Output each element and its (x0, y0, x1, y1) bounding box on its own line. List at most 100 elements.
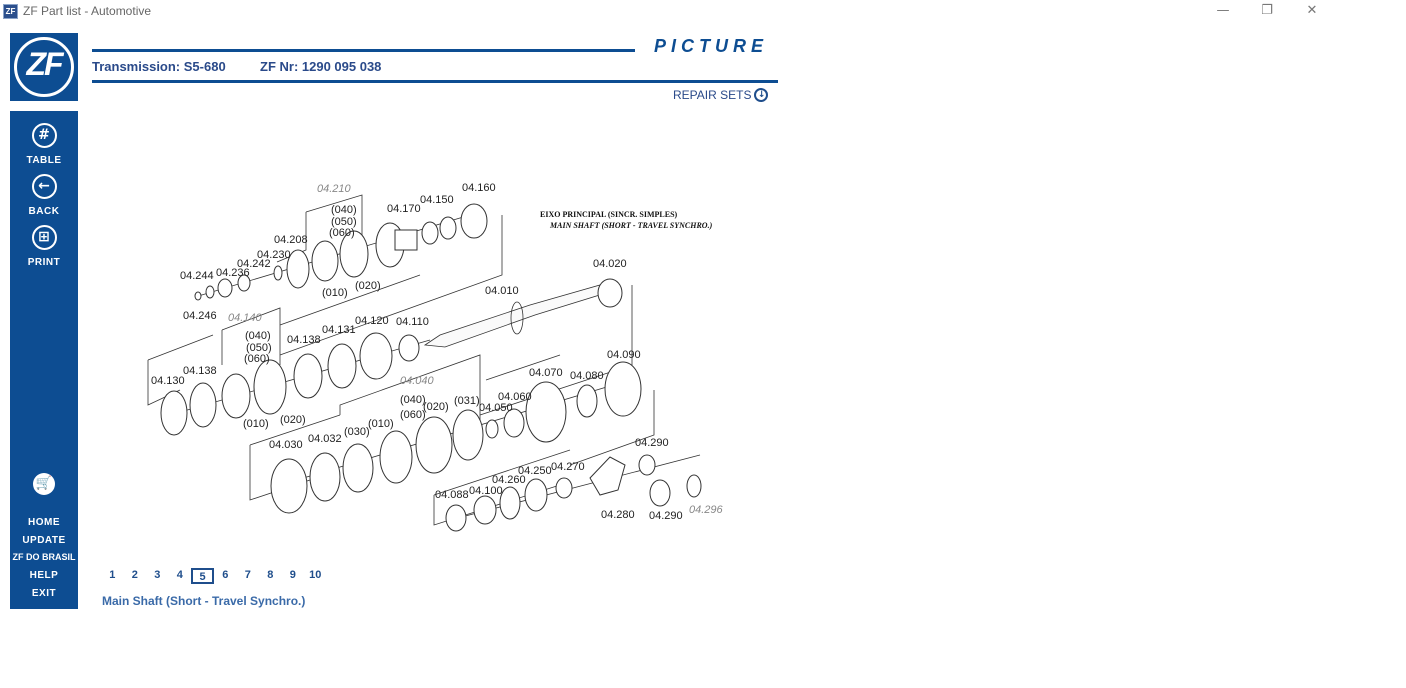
part-label[interactable]: 04.208 (274, 234, 308, 246)
part-label[interactable]: (030) (344, 426, 370, 438)
repair-sets-link[interactable]: REPAIR SETS ↓ (673, 88, 769, 102)
part-label[interactable]: 04.010 (485, 285, 519, 297)
page-title: PICTURE (654, 36, 769, 56)
part-label[interactable]: 04.080 (570, 370, 604, 382)
sidebar-item-print[interactable]: ⊞ PRINT (10, 225, 78, 268)
part-label[interactable]: 04.110 (396, 316, 429, 328)
part-label[interactable]: 04.210 (317, 183, 351, 195)
part-label[interactable]: 04.270 (551, 461, 585, 473)
back-arrow-icon: ← (31, 174, 57, 199)
repair-sets-label: REPAIR SETS (673, 88, 752, 102)
sidebar-item-zf-do-brasil[interactable]: ZF DO BRASIL (12, 552, 76, 562)
logo-ring-icon (14, 37, 74, 97)
logo-text: ZF (26, 46, 63, 82)
window-titlebar: ZF ZF Part list - Automotive — ❐ ✕ (0, 0, 1406, 24)
part-label[interactable]: 04.160 (462, 182, 496, 194)
zf-logo: ZF (10, 33, 78, 101)
part-label[interactable]: 04.244 (180, 270, 214, 282)
zf-number-label: ZF Nr: 1290 095 038 (260, 59, 382, 74)
part-label[interactable]: 04.131 (322, 324, 356, 336)
part-label[interactable]: (060) (400, 409, 426, 421)
part-label[interactable]: 04.138 (287, 334, 321, 346)
page-button-6[interactable]: 6 (222, 569, 229, 581)
part-label[interactable]: 04.138 (183, 365, 217, 377)
part-label[interactable]: 04.120 (355, 315, 389, 327)
page-button-1[interactable]: 1 (109, 569, 116, 581)
part-label[interactable]: (010) (322, 287, 348, 299)
page-button-9[interactable]: 9 (289, 569, 296, 581)
part-label[interactable]: 04.290 (649, 510, 683, 522)
part-label[interactable]: 04.230 (257, 249, 291, 261)
part-label[interactable]: 04.060 (498, 391, 532, 403)
sidebar-item-back[interactable]: ← BACK (10, 174, 78, 217)
table-icon: # (31, 123, 57, 148)
sidebar-item-update[interactable]: UPDATE (22, 535, 66, 546)
part-label[interactable]: (031) (454, 395, 480, 407)
picture-caption: Main Shaft (Short - Travel Synchro.) (102, 594, 306, 608)
part-label[interactable]: (020) (280, 414, 306, 426)
part-label[interactable]: (040) (400, 394, 426, 406)
part-label[interactable]: (020) (355, 280, 381, 292)
part-label[interactable]: 04.290 (635, 437, 669, 449)
page-button-2[interactable]: 2 (131, 569, 138, 581)
part-label[interactable]: (010) (243, 418, 269, 430)
part-label[interactable]: 04.020 (593, 258, 627, 270)
part-label[interactable]: 04.070 (529, 367, 563, 379)
sidebar-item-table[interactable]: # TABLE (10, 123, 78, 166)
shopping-cart-icon[interactable]: 🛒 (33, 473, 55, 495)
exploded-parts-diagram: EIXO PRINCIPAL (SINCR. SIMPLES) MAIN SHA… (140, 175, 740, 540)
part-label[interactable]: 04.296 (689, 504, 723, 516)
part-label[interactable]: 04.260 (492, 474, 526, 486)
down-arrow-circle-icon: ↓ (754, 88, 769, 102)
part-label[interactable]: 04.030 (269, 439, 303, 451)
part-label[interactable]: 04.050 (479, 402, 513, 414)
part-label[interactable]: 04.130 (151, 375, 185, 387)
part-label[interactable]: (050) (331, 216, 357, 228)
part-label[interactable]: 04.242 (237, 258, 271, 270)
page-button-4[interactable]: 4 (176, 569, 183, 581)
sidebar-item-label: TABLE (26, 155, 62, 166)
part-label[interactable]: 04.040 (400, 375, 434, 387)
page-button-10[interactable]: 10 (309, 569, 322, 581)
part-label[interactable]: (010) (368, 418, 394, 430)
page-button-5[interactable]: 5 (191, 568, 214, 584)
header-divider-bottom (92, 80, 778, 83)
part-label[interactable]: 04.090 (607, 349, 641, 361)
part-label[interactable]: (060) (244, 353, 270, 365)
part-label[interactable]: (040) (331, 204, 357, 216)
page-button-7[interactable]: 7 (244, 569, 251, 581)
page-button-3[interactable]: 3 (154, 569, 161, 581)
part-label[interactable]: (050) (246, 342, 272, 354)
sidebar-item-label: PRINT (27, 257, 61, 268)
part-label[interactable]: 04.088 (435, 489, 469, 501)
part-label[interactable]: (040) (245, 330, 271, 342)
part-label[interactable]: 04.280 (601, 509, 635, 521)
part-label[interactable]: (060) (329, 227, 355, 239)
diagram-caption-pt: EIXO PRINCIPAL (SINCR. SIMPLES) (540, 210, 678, 219)
part-label[interactable]: 04.032 (308, 433, 342, 445)
part-label[interactable]: 04.100 (469, 485, 503, 497)
app-icon: ZF (3, 4, 18, 19)
part-label[interactable]: (020) (423, 401, 449, 413)
page-button-8[interactable]: 8 (267, 569, 274, 581)
part-label[interactable]: 04.250 (518, 465, 552, 477)
part-label[interactable]: 04.246 (183, 310, 217, 322)
maximize-button[interactable]: ❐ (1261, 3, 1273, 18)
minimize-button[interactable]: — (1216, 3, 1230, 18)
part-label[interactable]: 04.150 (420, 194, 454, 206)
close-button[interactable]: ✕ (1306, 3, 1318, 18)
header-divider-top (92, 49, 635, 52)
window-title: ZF Part list - Automotive (23, 4, 152, 18)
diagram-drawing (147, 194, 702, 532)
print-icon: ⊞ (31, 225, 57, 250)
transmission-label: Transmission: S5-680 (92, 59, 226, 74)
part-label[interactable]: 04.170 (387, 203, 421, 215)
part-label[interactable]: 04.236 (216, 267, 250, 279)
sidebar-item-exit[interactable]: EXIT (31, 588, 57, 599)
sidebar-item-help[interactable]: HELP (29, 570, 59, 581)
part-label[interactable]: 04.140 (228, 312, 262, 324)
diagram-caption-en: MAIN SHAFT (SHORT - TRAVEL SYNCHRO.) (550, 221, 713, 230)
sidebar-item-home[interactable]: HOME (28, 517, 60, 528)
sidebar: # TABLE ← BACK ⊞ PRINT 🛒 HOME UPDATE ZF … (10, 111, 78, 609)
